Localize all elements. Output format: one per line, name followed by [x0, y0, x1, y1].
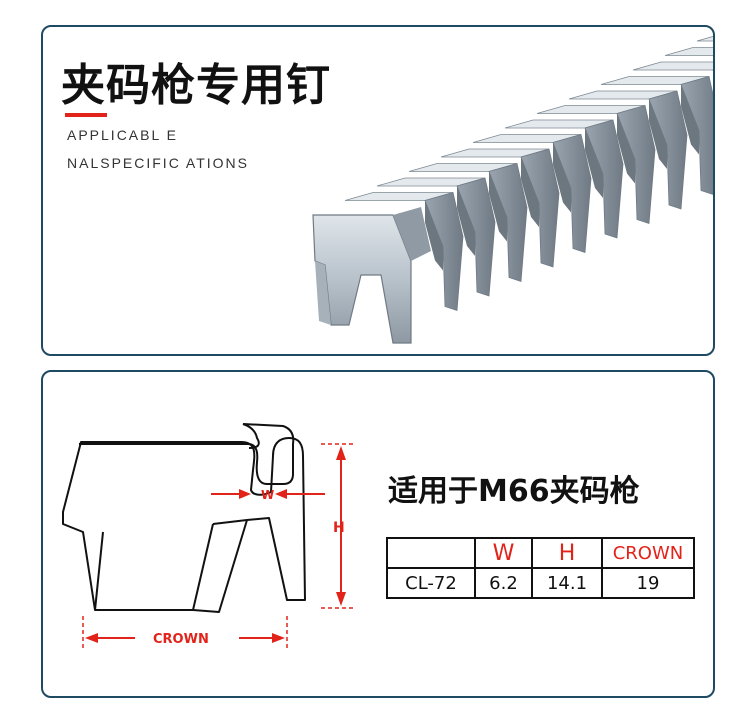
header-cell-crown: CROWN: [601, 537, 695, 569]
w-dimension-label: W: [261, 488, 274, 502]
clip-dimension-diagram: W H CROWN: [62, 423, 355, 650]
spec-table-header-row: W H CROWN: [386, 537, 695, 569]
header-cell-h: H: [531, 537, 603, 569]
clip-strip-image: [312, 36, 713, 344]
cell-crown: 19: [601, 567, 695, 599]
spec-table-row: CL-72 6.2 14.1 19: [386, 567, 695, 599]
applicable-model-text: 适用于M66夹码枪: [388, 474, 640, 509]
cell-h: 14.1: [531, 567, 603, 599]
subtitle-line-1: APPLICABL E: [67, 127, 178, 143]
subtitle-line-2: NALSPECIFIC ATIONS: [67, 155, 249, 171]
spec-table: W H CROWN CL-72 6.2 14.1 19: [386, 537, 695, 599]
header-cell-model: [386, 537, 476, 569]
page-title: 夹码枪专用钉: [61, 60, 331, 111]
h-dimension-label: H: [333, 520, 345, 536]
crown-dimension-label: CROWN: [153, 632, 209, 647]
spec-panel: W H CROWN 适用于M66夹码枪 W H CROWN CL-72 6.2 …: [41, 370, 715, 698]
title-underline: [65, 113, 107, 117]
cell-w: 6.2: [474, 567, 533, 599]
header-cell-w: W: [474, 537, 533, 569]
cell-model: CL-72: [386, 567, 476, 599]
product-photo-panel: 夹码枪专用钉 APPLICABL E NALSPECIFIC ATIONS (f…: [41, 25, 715, 356]
